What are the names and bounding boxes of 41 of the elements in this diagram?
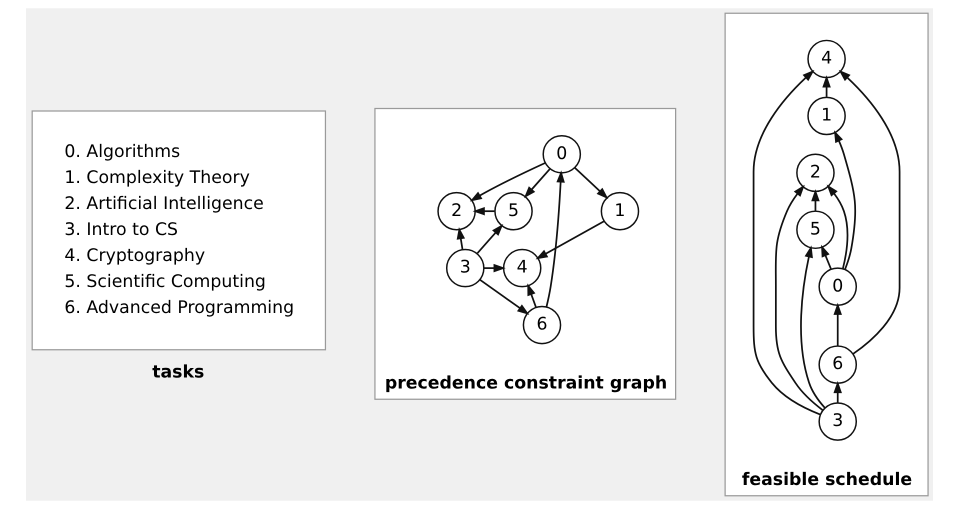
node-circle: 3	[818, 402, 858, 441]
node-circle: 4	[502, 248, 542, 288]
node-circle: 5	[494, 192, 533, 230]
node-label: feasible schedule	[742, 470, 912, 490]
arrow	[822, 75, 831, 97]
arrow	[527, 283, 537, 308]
node-circle: 2	[437, 192, 476, 230]
arrow	[484, 264, 506, 272]
arrow	[470, 162, 546, 202]
node-circle: 0	[818, 267, 858, 306]
node-circle: 3	[446, 248, 485, 288]
arrow	[826, 184, 848, 269]
arrow	[811, 189, 820, 211]
node-circle: 0	[542, 134, 582, 174]
node-circle: 2	[796, 154, 835, 192]
arrow	[456, 227, 466, 250]
arrow	[546, 170, 565, 308]
arrow	[800, 245, 826, 408]
node-circle: 1	[807, 96, 846, 136]
node-circle: 6	[522, 306, 562, 344]
node-label: precedence constraint graph	[384, 373, 668, 394]
node-circle: 4	[807, 40, 846, 78]
arrow	[833, 302, 842, 346]
arrow	[821, 244, 832, 270]
arrow	[834, 130, 856, 270]
arrow	[833, 380, 842, 402]
arrow	[480, 279, 530, 315]
arrow	[774, 184, 824, 411]
arrow	[752, 70, 821, 416]
arrow	[838, 70, 900, 355]
cluster	[374, 108, 676, 400]
arrow	[574, 167, 608, 200]
arrow	[536, 220, 605, 260]
arrow	[472, 206, 494, 216]
arrow	[476, 224, 504, 254]
arrow	[524, 168, 550, 198]
node-label: tasks	[152, 362, 204, 382]
node-circle: 5	[796, 210, 835, 250]
node-circle: 1	[600, 192, 640, 230]
node-circle: 6	[818, 345, 858, 384]
cluster	[724, 12, 929, 496]
